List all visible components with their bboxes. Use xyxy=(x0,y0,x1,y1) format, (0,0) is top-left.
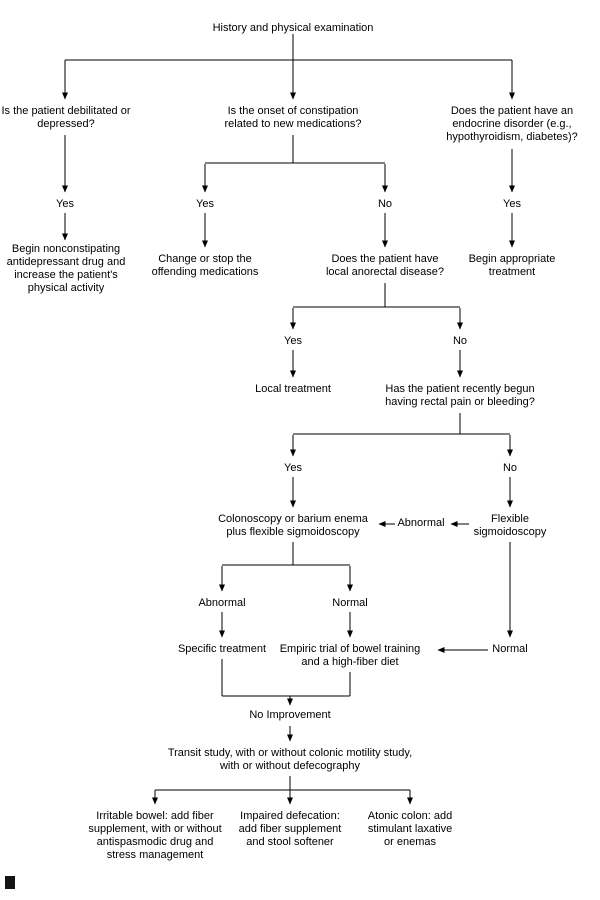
node-change-medications: Change or stop the offending medications xyxy=(151,253,259,278)
label-normal-sigmoidoscopy: Normal xyxy=(490,643,530,656)
node-empiric-trial: Empiric trial of bowel training and a hi… xyxy=(279,643,421,668)
node-nonconstipating-treatment: Begin nonconstipating antidepressant dru… xyxy=(6,243,126,294)
node-irritable-bowel-treatment: Irritable bowel: add fiber supplement, w… xyxy=(88,810,222,861)
label-yes-rectal-pain: Yes xyxy=(282,462,304,475)
label-no-rectal-pain: No xyxy=(500,462,520,475)
label-yes-anorectal: Yes xyxy=(282,335,304,348)
label-yes-medications: Yes xyxy=(194,198,216,211)
label-abnormal-sigmoidoscopy: Abnormal xyxy=(395,517,447,530)
label-yes-endocrine: Yes xyxy=(501,198,523,211)
label-abnormal-colonoscopy: Abnormal xyxy=(196,597,248,610)
node-transit-study: Transit study, with or without colonic m… xyxy=(167,747,413,772)
label-normal-colonoscopy: Normal xyxy=(330,597,370,610)
node-colonoscopy: Colonoscopy or barium enema plus flexibl… xyxy=(218,513,368,538)
node-debilitated-question: Is the patient debilitated or depressed? xyxy=(1,105,131,130)
page-corner-mark xyxy=(5,876,15,889)
node-specific-treatment: Specific treatment xyxy=(177,643,267,655)
label-yes-debilitated: Yes xyxy=(54,198,76,211)
node-appropriate-treatment: Begin appropriate treatment xyxy=(468,253,556,278)
node-endocrine-question: Does the patient have an endocrine disor… xyxy=(446,105,578,143)
label-no-anorectal: No xyxy=(450,335,470,348)
node-atonic-colon-treatment: Atonic colon: add stimulant laxative or … xyxy=(367,810,453,848)
node-history-exam: History and physical examination xyxy=(212,22,374,34)
label-no-improvement: No Improvement xyxy=(247,709,333,722)
node-impaired-defecation-treatment: Impaired defecation: add fiber supplemen… xyxy=(238,810,342,848)
node-medications-question: Is the onset of constipation related to … xyxy=(224,105,362,130)
node-rectal-pain-question: Has the patient recently begun having re… xyxy=(385,383,535,408)
node-local-treatment: Local treatment xyxy=(255,383,331,395)
label-no-medications: No xyxy=(375,198,395,211)
node-flexible-sigmoidoscopy: Flexible sigmoidoscopy xyxy=(473,513,547,538)
node-anorectal-question: Does the patient have local anorectal di… xyxy=(325,253,445,278)
